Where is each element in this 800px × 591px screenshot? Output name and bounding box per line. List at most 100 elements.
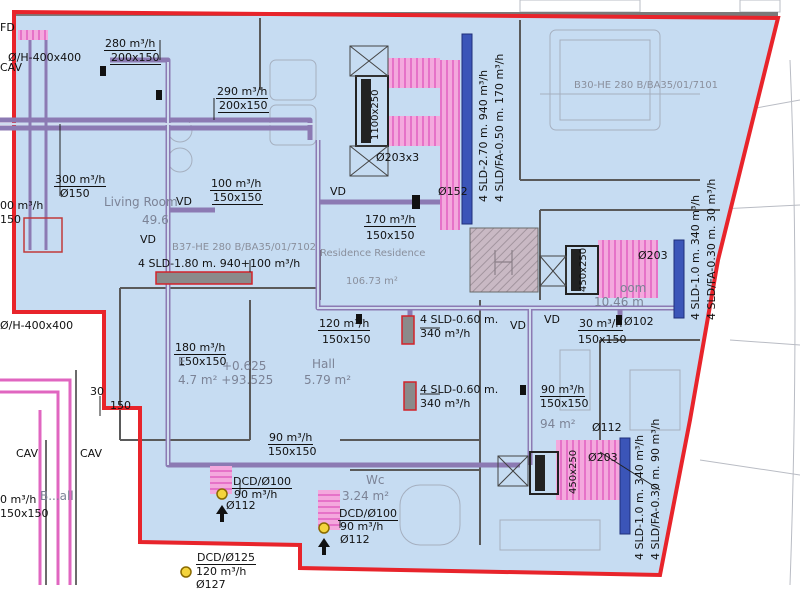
room-area-bedroom: 10.46 m <box>594 295 644 309</box>
duct-size-label: 150x150 <box>268 445 317 458</box>
duct-size-label: 150x150 <box>322 333 371 346</box>
flow-label: 340 m³/h <box>420 327 471 340</box>
diameter-label: Ø203 <box>638 249 668 262</box>
furniture-outlines <box>167 29 681 551</box>
room-level-entry: +0.625 <box>222 359 267 373</box>
volume-damper-label: VD <box>510 319 526 332</box>
exhaust-valve-label: DCD/Ø125 <box>196 551 256 565</box>
duct-size-label: 200x150 <box>110 51 161 65</box>
main-ducts-inner <box>0 62 680 465</box>
room-name-bedroom: oom <box>620 281 647 295</box>
exhaust-valves <box>180 488 330 578</box>
exhaust-arrows <box>216 505 330 555</box>
volume-damper-label: VD <box>176 195 192 208</box>
duct-size-label: 150x150 <box>0 507 49 520</box>
cav-label: CAV <box>80 447 103 460</box>
flow-label: 30 <box>90 385 104 398</box>
room-area-hall: 5.79 m² <box>304 373 352 387</box>
flow-label-90: 90 m³/h <box>268 431 314 445</box>
room-name-hall: Hall <box>312 357 336 371</box>
volume-damper-label: VD <box>544 313 560 326</box>
duct-size-label: 150x150 <box>540 397 589 410</box>
flow-label-100: 100 m³/h <box>210 177 263 191</box>
volume-damper-label: VD <box>140 233 156 246</box>
diameter-label: Ø152 <box>438 185 468 198</box>
apartment-fill <box>14 12 778 575</box>
left-riser <box>28 40 48 250</box>
slot-diffuser-label: 4 SLD-1.80 m. 940+100 m³/h <box>138 257 301 270</box>
room-area-bath: 94 m² <box>540 417 576 431</box>
room-name-wc: Wc <box>366 473 385 487</box>
slot-diffusers <box>461 33 685 535</box>
room-area-wc: 3.24 m² <box>342 489 390 503</box>
apartment-boundary <box>12 9 781 578</box>
diameter-label: Ø112 <box>226 499 256 512</box>
slot-diffuser-label: 4 SLD-2.70 m. 940 m³/h <box>477 69 490 202</box>
cross-boxes <box>349 45 567 487</box>
duct-size-label: 200x150 <box>218 99 269 113</box>
flow-label: 0 m³/h <box>0 493 37 506</box>
duct-size-label: 150x150 <box>578 333 627 346</box>
diameter-label: Ø127 <box>196 578 226 591</box>
flow-label-30: 30 m³/h <box>578 317 624 331</box>
slot-diffuser-label: 4 SLD-1.0 m. 340 m³/h <box>689 194 702 320</box>
neighbour-ducts-dark <box>45 370 77 585</box>
room-name-entry: E <box>178 355 186 369</box>
flow-label: 90 m³/h <box>340 520 384 533</box>
volume-damper-label: VD <box>330 185 346 198</box>
exhaust-valve-label: DCD/Ø100 <box>338 507 398 521</box>
plenum-size-label: 450x250 <box>568 449 579 494</box>
flow-label-90: 90 m³/h <box>540 383 586 397</box>
diameter-label: Ø203x3 <box>376 151 420 164</box>
shaft-symbol <box>494 250 513 275</box>
flow-label: 340 m³/h <box>420 397 471 410</box>
slot-diffuser-label: 4 SLD-0.60 m. <box>420 383 499 396</box>
slot-diffuser-label: 4 SLD/FA-0.30 m. 30 m³/h <box>705 178 718 320</box>
diameter-label: Ø112 <box>592 421 622 434</box>
duct-size-label: 150x150 <box>212 191 263 205</box>
flow-label-180: 180 m³/h <box>174 341 227 355</box>
diameter-label: Ø150 <box>60 187 90 200</box>
room-code-b37: B37-HE 280 B/BA35/01/7102 <box>172 242 317 253</box>
flow-label: 00 m³/h <box>0 199 44 212</box>
flow-label: 120 m³/h <box>196 565 247 578</box>
cav-label: CAV <box>0 61 23 74</box>
duct-size-label-400: Ø/H-400x400 <box>8 51 82 64</box>
room-area-residence: 106.73 m² <box>346 276 398 287</box>
fire-damper-label: FD <box>0 21 15 34</box>
flow-label-290: 290 m³/h <box>216 85 269 99</box>
slot-diffuser-label: 4 SLD/FA-0.30 m. 90 m³/h <box>649 418 662 560</box>
plenum-boxes <box>355 75 599 495</box>
slot-diffuser-label: 4 SLD-1.0 m. 340 m³/h <box>633 434 646 560</box>
flow-label-280: 280 m³/h <box>104 37 157 51</box>
duct-size-label-400: Ø/H-400x400 <box>0 319 74 332</box>
shaft-hatch <box>469 227 539 293</box>
slot-diffuser-label: 4 SLD-0.60 m. <box>420 313 499 326</box>
slot-diffuser-label: 4 SLD/FA-0.50 m. 170 m³/h <box>493 53 506 202</box>
plenum-size-label: 1100x250 <box>370 89 381 140</box>
flex-duct-connectors <box>18 30 658 530</box>
duct-size-label: 150 <box>0 213 21 226</box>
grilles <box>155 271 417 411</box>
room-area-entry: 4.7 m² +93.525 <box>178 373 274 387</box>
room-name-neighbour: B...all <box>40 489 74 503</box>
cav-label: CAV <box>16 447 39 460</box>
diameter-label: Ø102 <box>624 315 654 328</box>
exhaust-valve-label: DCD/Ø100 <box>232 475 292 489</box>
diameter-label: Ø112 <box>340 533 370 546</box>
neighbour-ducts <box>0 378 72 585</box>
flow-label-170: 170 m³/h <box>364 213 417 227</box>
duct-size-label: 150x150 <box>366 229 415 242</box>
duct-size-label: 150x150 <box>178 355 227 368</box>
flow-label-120: 120 m³/h <box>318 317 371 331</box>
flow-label-300: 300 m³/h <box>54 173 107 187</box>
diameter-label: Ø203 <box>588 451 618 464</box>
volume-dampers <box>100 66 622 395</box>
room-code-b30: B30-HE 280 B/BA35/01/7101 <box>574 80 719 91</box>
flow-label: 90 m³/h <box>234 488 278 501</box>
duct-size-label: 150 <box>110 399 131 412</box>
plenum-size-label: 450x250 <box>578 247 589 292</box>
room-area-living: 49.6 <box>142 213 169 227</box>
room-name-residence: Residence Residence <box>320 248 426 259</box>
